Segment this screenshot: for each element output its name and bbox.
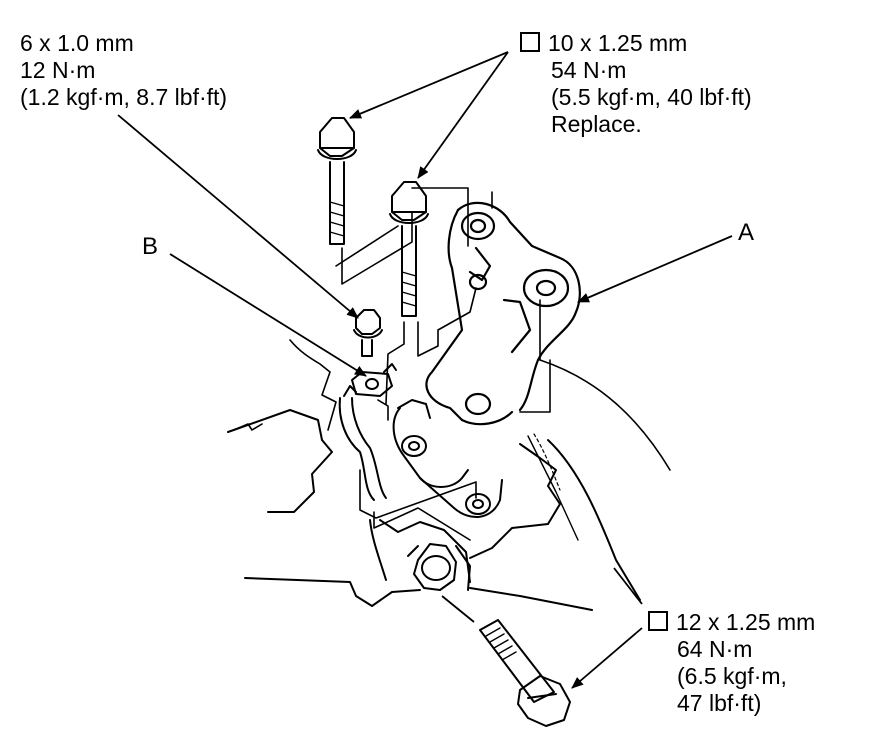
lower-bolt-torque-alt-2: 47 lbf·ft) [677,690,762,716]
lower-bolt-size: 12 x 1.25 mm [676,609,816,635]
leader-upper-left-bolt [349,51,509,119]
leader-upper-middle-bolt [417,51,509,179]
small-bolt-size: 6 x 1.0 mm [20,30,134,56]
square-box-icon [648,611,668,631]
leader-lower-bolt [571,627,643,689]
leader-bracket-a [577,235,733,303]
assembly-guide-lines [335,187,551,541]
bolt-small [353,309,383,357]
bolt-upper-middle [389,181,429,317]
callout-small-bolt: 6 x 1.0 mm 12 N·m (1.2 kgf·m, 8.7 lbf·ft… [20,30,227,111]
lower-bolt-torque: 64 N·m [677,636,753,662]
leader-lower-bolt-upper [613,567,643,605]
callout-lower-bolt: 12 x 1.25 mm 64 N·m (6.5 kgf·m, 47 lbf·f… [648,609,815,717]
leader-clamp-b [169,253,367,377]
small-bolt-torque: 12 N·m [20,57,96,83]
square-box-icon [520,32,540,52]
upper-bolts-size: 10 x 1.25 mm [548,30,688,56]
callout-upper-bolts: 10 x 1.25 mm 54 N·m (5.5 kgf·m, 40 lbf·f… [520,30,752,138]
bolt-upper-left [317,117,357,245]
bolt-lower [407,543,571,727]
small-bolt-torque-alt: (1.2 kgf·m, 8.7 lbf·ft) [20,84,228,110]
engine-block-outline [227,339,671,611]
upper-bolts-torque-alt: (5.5 kgf·m, 40 lbf·ft) [551,84,752,110]
leader-lower-bolt-start [441,595,475,623]
mount-base-plate [392,399,503,519]
engine-mount-bracket-a [425,201,581,426]
leader-small-bolt [117,114,359,319]
upper-bolts-replace-note: Replace. [551,111,642,137]
label-clamp-b: B [142,233,159,260]
upper-bolts-torque: 54 N·m [551,57,627,83]
label-bracket-a: A [738,219,755,246]
lower-bolt-torque-alt-1: (6.5 kgf·m, [677,663,787,689]
